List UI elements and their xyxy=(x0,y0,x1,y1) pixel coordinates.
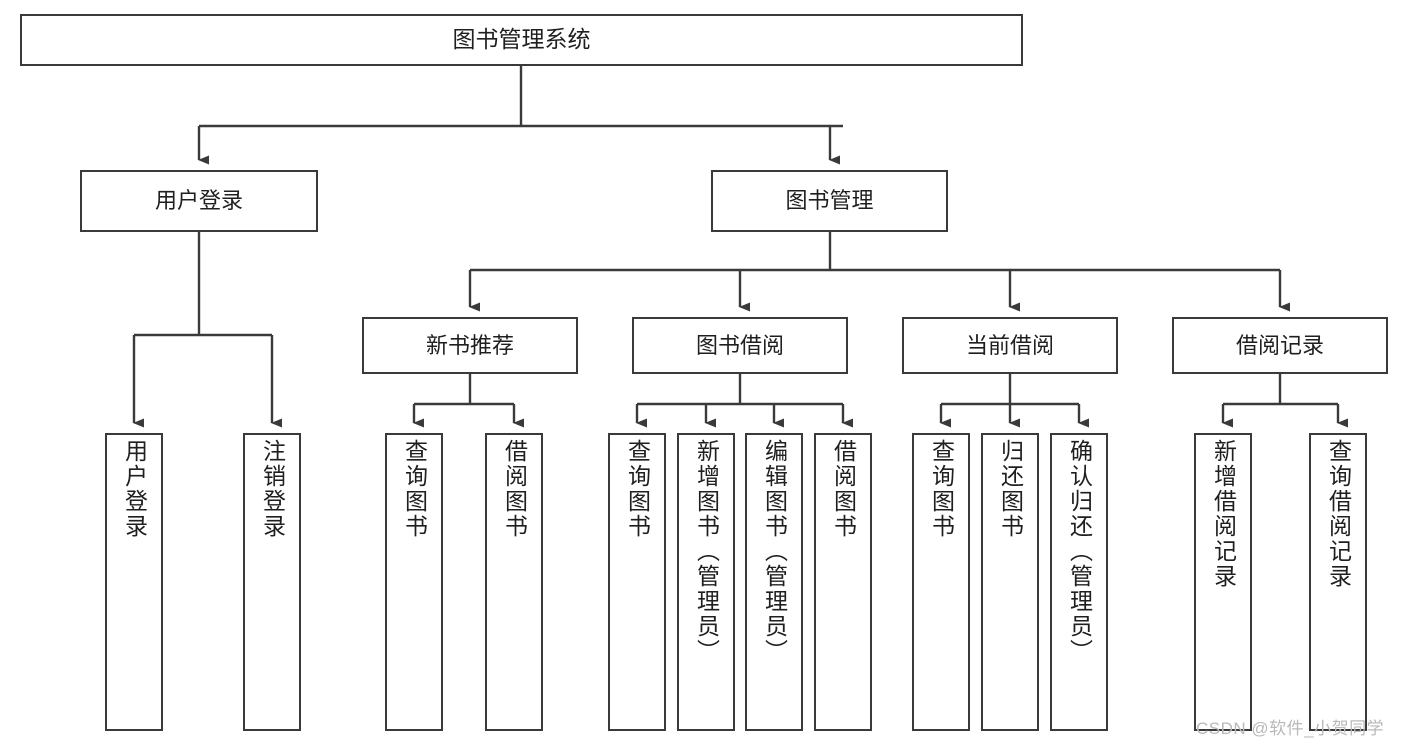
node-current-borrow[interactable]: 当前借阅 xyxy=(902,317,1118,374)
node-leaf-user-login-label: 用户登录 xyxy=(121,439,148,539)
node-leaf-borrow-book-1-label: 借阅图书 xyxy=(501,439,528,539)
node-current-borrow-label: 当前借阅 xyxy=(965,332,1054,358)
node-book-management-label: 图书管理 xyxy=(785,188,874,214)
csdn-watermark: CSDN @软件_小贺同学 xyxy=(1196,719,1385,738)
node-leaf-add-book[interactable]: 新增图书（管理员） xyxy=(677,433,735,731)
node-leaf-add-record[interactable]: 新增借阅记录 xyxy=(1194,433,1252,731)
node-book-borrow[interactable]: 图书借阅 xyxy=(632,317,848,374)
node-root-label: 图书管理系统 xyxy=(452,26,591,53)
node-leaf-user-login[interactable]: 用户登录 xyxy=(105,433,163,731)
node-leaf-query-record[interactable]: 查询借阅记录 xyxy=(1309,433,1367,731)
node-leaf-query-book-1[interactable]: 查询图书 xyxy=(385,433,443,731)
node-leaf-query-book-2-label: 查询图书 xyxy=(624,439,651,539)
node-user-login[interactable]: 用户登录 xyxy=(80,170,318,232)
node-leaf-borrow-book-1[interactable]: 借阅图书 xyxy=(485,433,543,731)
node-leaf-query-book-3[interactable]: 查询图书 xyxy=(912,433,970,731)
node-leaf-edit-book-label: 编辑图书（管理员） xyxy=(761,439,788,664)
node-borrow-record-label: 借阅记录 xyxy=(1235,332,1324,358)
node-leaf-query-book-2[interactable]: 查询图书 xyxy=(608,433,666,731)
node-leaf-borrow-book-2-label: 借阅图书 xyxy=(830,439,857,539)
node-leaf-confirm-return-label: 确认归还（管理员） xyxy=(1066,439,1093,664)
node-user-login-label: 用户登录 xyxy=(154,188,243,214)
node-new-book-recommend-label: 新书推荐 xyxy=(425,332,514,358)
node-book-borrow-label: 图书借阅 xyxy=(695,332,784,358)
node-leaf-edit-book[interactable]: 编辑图书（管理员） xyxy=(745,433,803,731)
node-leaf-add-record-label: 新增借阅记录 xyxy=(1210,439,1237,589)
node-leaf-query-book-1-label: 查询图书 xyxy=(401,439,428,539)
node-borrow-record[interactable]: 借阅记录 xyxy=(1172,317,1388,374)
node-leaf-borrow-book-2[interactable]: 借阅图书 xyxy=(814,433,872,731)
node-book-management[interactable]: 图书管理 xyxy=(711,170,948,232)
node-root[interactable]: 图书管理系统 xyxy=(20,14,1023,66)
node-leaf-return-book[interactable]: 归还图书 xyxy=(981,433,1039,731)
node-leaf-query-record-label: 查询借阅记录 xyxy=(1325,439,1352,589)
node-leaf-confirm-return[interactable]: 确认归还（管理员） xyxy=(1050,433,1108,731)
node-leaf-query-book-3-label: 查询图书 xyxy=(928,439,955,539)
node-leaf-return-book-label: 归还图书 xyxy=(997,439,1024,539)
node-new-book-recommend[interactable]: 新书推荐 xyxy=(362,317,578,374)
node-leaf-logout-login[interactable]: 注销登录 xyxy=(243,433,301,731)
node-leaf-add-book-label: 新增图书（管理员） xyxy=(693,439,720,664)
node-leaf-logout-login-label: 注销登录 xyxy=(259,439,286,539)
